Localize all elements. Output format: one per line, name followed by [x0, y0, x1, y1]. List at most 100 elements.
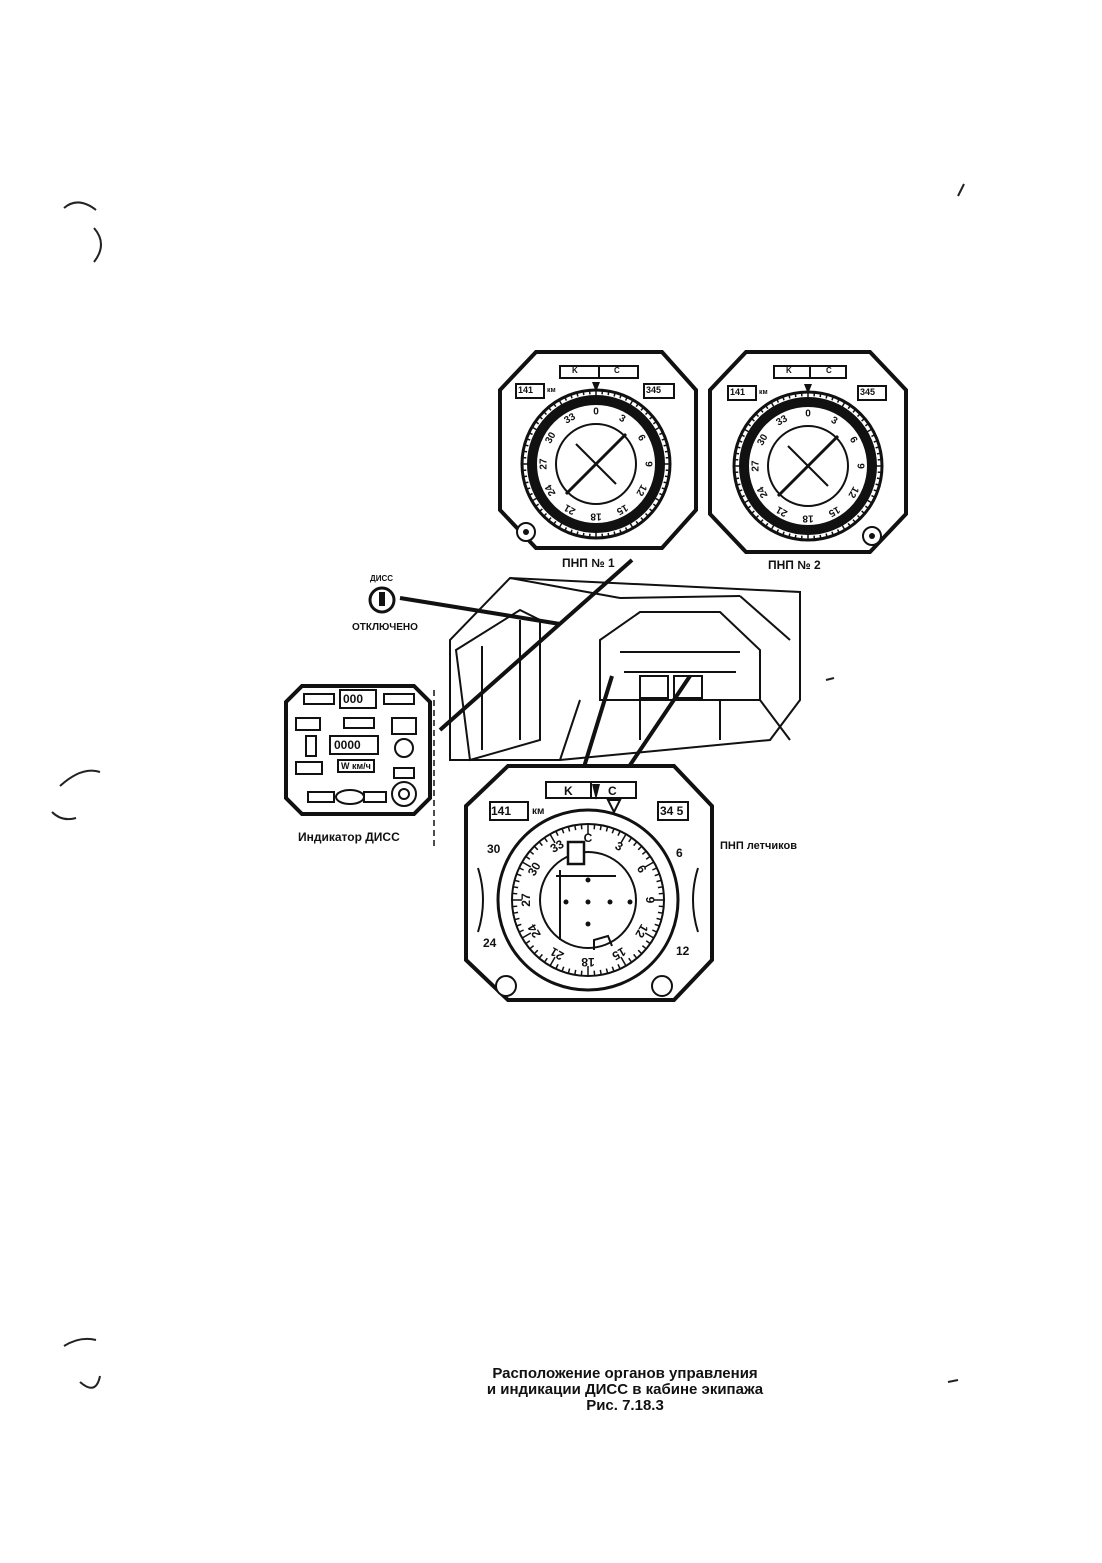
- diss-counter-top-text: 000: [343, 692, 364, 706]
- dial-tick: [524, 444, 529, 447]
- dial-tick: [743, 498, 752, 504]
- dial-tick: [637, 949, 643, 955]
- pnp-large-window-left: K: [564, 784, 573, 798]
- dial-tick: [871, 494, 876, 498]
- dial-tick: [649, 415, 654, 420]
- dial-tick: [657, 911, 663, 914]
- dial-tick: [628, 837, 633, 843]
- pnp1-dial-inner: [555, 423, 637, 505]
- pnp2-window-right: C: [826, 366, 832, 375]
- heading-label: 9: [643, 897, 657, 904]
- pnp2-window-left: K: [786, 366, 792, 375]
- pnp-large-ticks: [512, 824, 664, 976]
- pnp1-course-counter: [643, 383, 675, 399]
- dial-tick: [661, 437, 666, 441]
- dial-tick: [652, 867, 658, 871]
- dial-tick: [516, 873, 522, 877]
- dial-tick: [516, 923, 522, 927]
- dial-tick: [794, 392, 797, 398]
- dial-tick: [755, 413, 760, 418]
- caption-line-3: Рис. 7.18.3: [586, 1397, 664, 1414]
- dial-tick: [528, 492, 533, 496]
- dial-tick: [605, 968, 609, 974]
- dial-tick: [776, 529, 780, 534]
- dial-tick: [567, 968, 571, 974]
- dial-tick: [538, 508, 543, 513]
- dial-tick: [657, 886, 663, 889]
- dial-tick: [531, 496, 540, 502]
- heading-label: 24: [543, 482, 558, 498]
- pnp1-ticks: [522, 390, 670, 538]
- dial-tick: [526, 487, 531, 491]
- dial-tick: [641, 945, 647, 950]
- pnp-large-course-counter: [657, 801, 689, 821]
- pnp2-course-text: 345: [860, 387, 876, 397]
- heading-label: 27: [751, 460, 762, 472]
- dial-tick: [644, 411, 649, 416]
- dial-tick: [644, 512, 649, 517]
- heading-label: 27: [539, 458, 550, 470]
- dial-tick: [875, 483, 880, 486]
- dial-tick: [518, 867, 524, 871]
- pnp1-window-left: K: [572, 366, 578, 375]
- dial-tick: [738, 489, 743, 493]
- dial-tick: [549, 833, 556, 844]
- dial-tick: [864, 505, 870, 510]
- caption-line-2: и индикации ДИСС в кабине экипажа: [486, 1381, 764, 1398]
- diss-toggle-switch: [368, 586, 396, 614]
- pnp1-course-text: 345: [646, 385, 662, 395]
- dial-tick: [652, 929, 658, 933]
- dial-tick: [736, 483, 741, 486]
- pnp-large-outer-mark: 6: [676, 846, 683, 860]
- dial-tick: [825, 394, 828, 399]
- dial-tick: [529, 945, 535, 950]
- dial-tick: [781, 531, 785, 536]
- dial-tick: [652, 420, 658, 425]
- dial-tick: [624, 527, 628, 532]
- diss-counter-top: [339, 689, 377, 709]
- dial-tick: [613, 392, 616, 397]
- pnp1-window-right: C: [614, 366, 620, 375]
- pnp2-distance-counter: [727, 385, 757, 401]
- dial-tick: [649, 508, 654, 513]
- dial-tick: [847, 522, 852, 528]
- dial-tick: [852, 408, 857, 413]
- dial-tick: [663, 444, 668, 447]
- dial-tick: [633, 841, 638, 847]
- dial-tick: [624, 396, 628, 401]
- heading-label: 15: [609, 944, 628, 963]
- dial-tick: [864, 428, 873, 434]
- dial-tick: [654, 923, 660, 927]
- diss-counter-mid-text: 0000: [334, 738, 361, 752]
- dial-tick: [543, 512, 548, 517]
- dial-tick: [538, 415, 543, 420]
- dial-tick: [611, 828, 615, 834]
- dial-tick: [569, 394, 573, 399]
- dial-tick: [543, 957, 548, 963]
- dial-tick: [522, 450, 528, 453]
- dial-tick: [640, 406, 645, 411]
- dial-tick: [836, 529, 840, 534]
- dial-tick: [605, 826, 609, 832]
- dial-tick: [617, 964, 621, 970]
- dial-tick: [864, 498, 873, 504]
- pnp2-label: ПНП № 2: [768, 558, 821, 572]
- diss-speed-label: W км/ч: [341, 761, 371, 771]
- dial-tick: [525, 855, 531, 860]
- dial-tick: [659, 432, 664, 436]
- dial-tick: [534, 503, 540, 508]
- heading-label: 27: [519, 893, 533, 907]
- dial-tick: [538, 953, 543, 959]
- heading-label: 12: [633, 482, 648, 498]
- dial-tick: [770, 522, 776, 531]
- dial-tick: [599, 969, 602, 975]
- heading-label: 6: [635, 433, 648, 444]
- dial-tick: [633, 953, 638, 959]
- heading-label: 24: [525, 921, 544, 940]
- pnp1-distance-unit: км: [547, 387, 556, 394]
- dial-tick: [740, 494, 745, 498]
- dial-tick: [645, 940, 651, 945]
